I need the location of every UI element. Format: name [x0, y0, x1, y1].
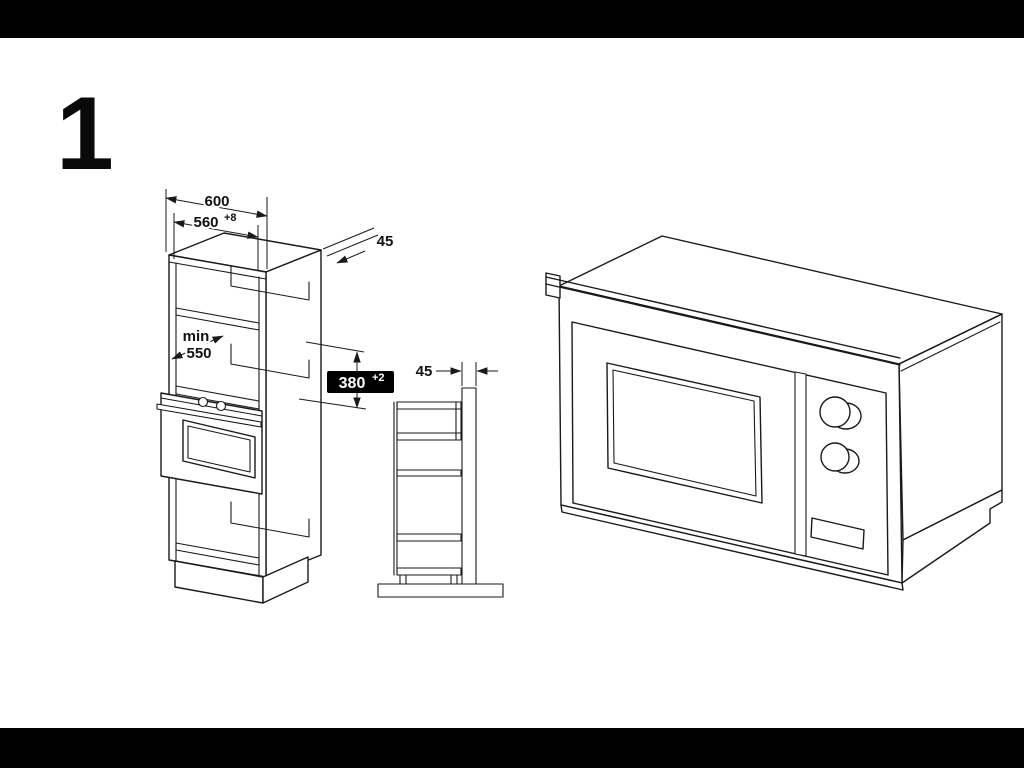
plinth-side — [262, 556, 309, 604]
cabinet-side-section-drawing: 45 — [377, 361, 504, 598]
dimension-min-depth: min 550 — [171, 326, 224, 364]
extension-line — [305, 341, 365, 353]
leader-line — [206, 335, 224, 344]
dimension-label-45-side: 45 — [416, 363, 433, 380]
section-bottom-panel — [396, 567, 462, 576]
strip-line — [322, 227, 375, 250]
leader-line — [336, 250, 366, 264]
microwave-door-and-panel — [571, 321, 889, 576]
microwave-illustration — [545, 235, 1003, 591]
top-rail-bottom-edge — [168, 261, 267, 280]
microwave-base-front — [560, 504, 904, 591]
niche-floor-front-edge — [175, 385, 260, 410]
letterbox-top — [0, 0, 1024, 38]
leader-line — [171, 350, 191, 360]
knob-bottom — [820, 442, 850, 472]
dimension-line — [165, 196, 268, 218]
dimension-top-strip: 45 — [322, 227, 395, 264]
floor-plate — [377, 583, 504, 598]
trim-frame-side-edge — [900, 321, 1001, 372]
oven-handle — [156, 403, 262, 428]
dimension-label-380-tolerance: +2 — [372, 372, 385, 384]
dimension-outer-width: 600 — [165, 189, 268, 269]
dimension-line — [173, 220, 259, 239]
dimension-label-min: min — [183, 328, 210, 345]
cabinet-right-side-face — [265, 249, 322, 578]
dimension-panel-thickness: 45 — [414, 361, 498, 386]
dimension-label-380: 380 — [339, 375, 366, 392]
strip-line — [326, 234, 379, 257]
door-panel-divider — [794, 371, 807, 557]
dimension-inner-width: 560 +8 — [173, 211, 259, 271]
dimension-label-560: 560 — [193, 214, 218, 231]
dimension-label-600: 600 — [204, 193, 229, 210]
section-thin-shelf — [396, 469, 462, 477]
letterbox-bottom — [0, 728, 1024, 768]
door-window — [612, 369, 757, 497]
control-panel-display — [810, 517, 865, 550]
niche-interior — [230, 343, 310, 379]
section-shelf — [396, 533, 462, 542]
trim-frame-line — [545, 283, 901, 366]
dimension-label-550: 550 — [186, 345, 211, 362]
dimension-label-45-top: 45 — [377, 233, 394, 250]
oven-knob-right — [215, 400, 227, 412]
niche-dimension-box — [327, 371, 394, 393]
cabinet-front-view-drawing: 600 560 +8 45 min 550 — [156, 189, 395, 604]
section-shelf — [396, 432, 462, 441]
bottom-shelf-front-edge — [175, 542, 260, 566]
bottom-compartment-interior — [230, 501, 310, 538]
dimension-label-560-tolerance: +8 — [224, 212, 237, 224]
knob-top — [819, 396, 851, 428]
figure-number: 1 — [56, 76, 114, 192]
oven-top-trim — [160, 397, 263, 417]
top-compartment-interior — [230, 265, 310, 301]
trim-frame-line — [545, 276, 901, 359]
built-in-oven-drawing — [156, 392, 263, 495]
door-window-frame — [606, 362, 763, 504]
oven-knob-left — [197, 396, 209, 408]
dimension-niche-height: 380 +2 — [298, 341, 394, 410]
shelf-front-edge — [175, 307, 260, 331]
oven-window-inner — [187, 425, 251, 473]
